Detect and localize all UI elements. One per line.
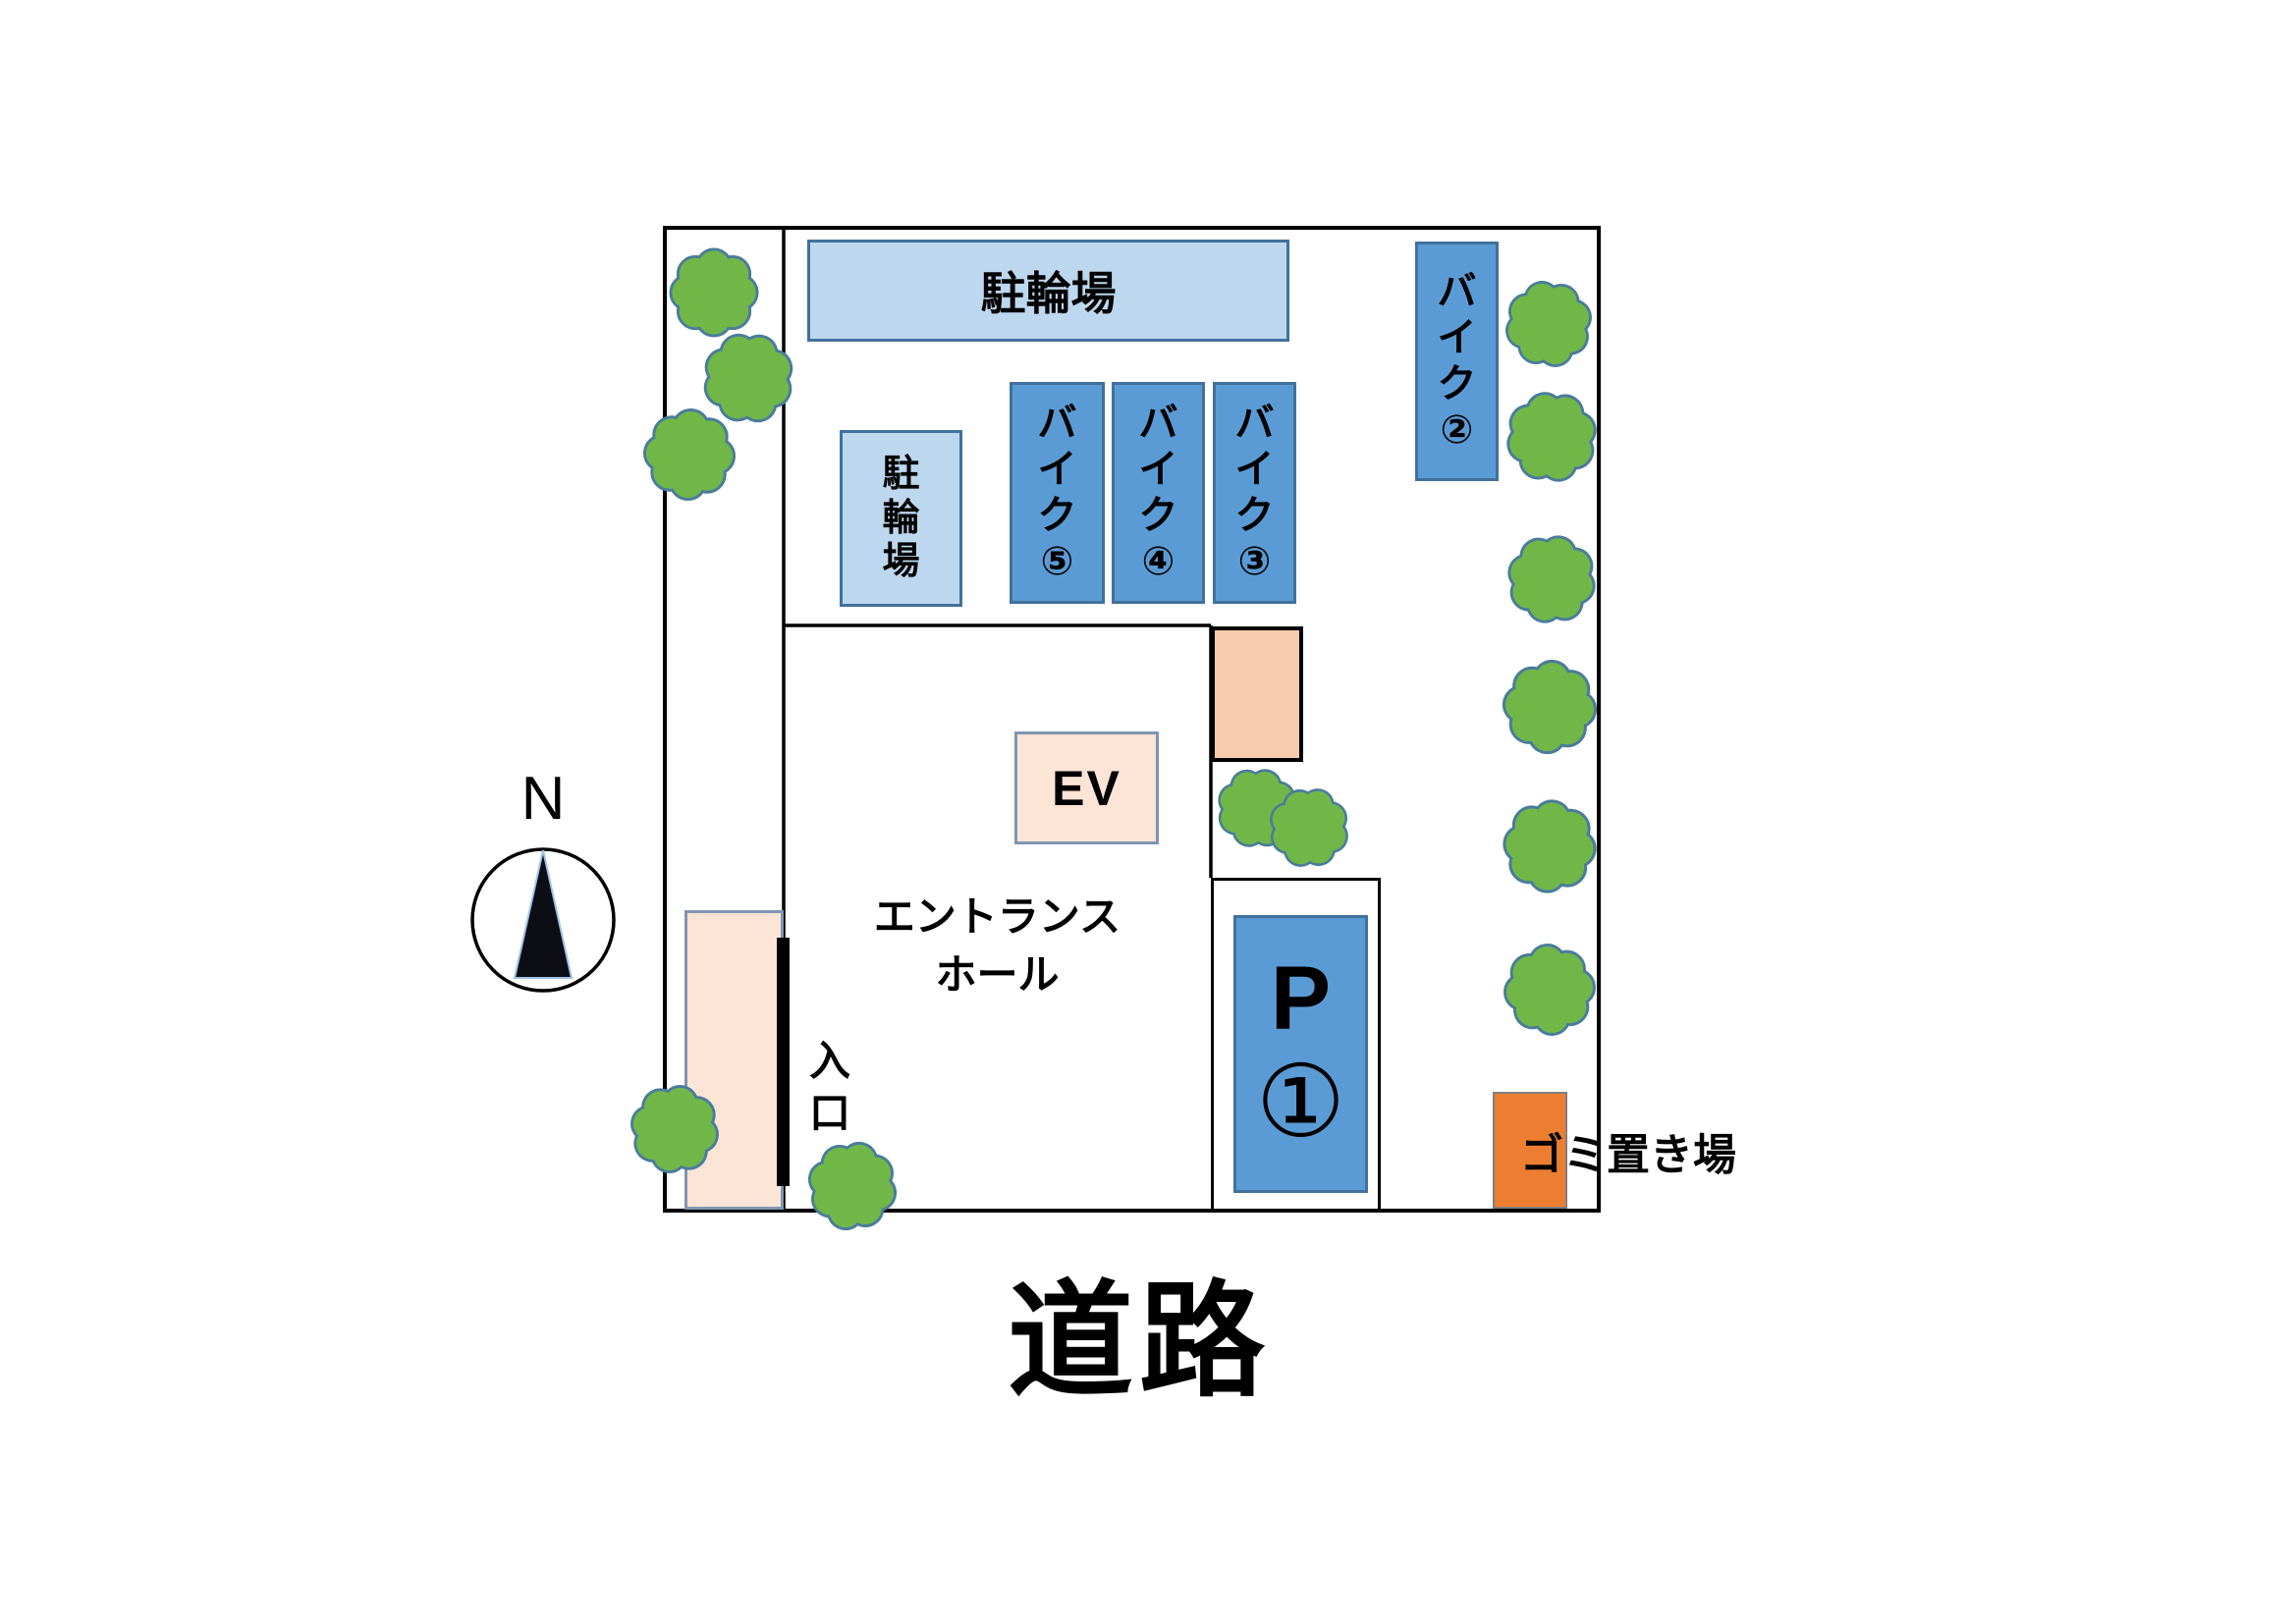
entrance-label: 入口	[808, 1038, 850, 1136]
entrance-approach-area	[684, 910, 784, 1210]
entrance-hall-label-line1: エントランス	[873, 893, 1121, 940]
bike-space-4: バイク④	[1112, 382, 1205, 604]
bike-space-3-label: バイク③	[1234, 401, 1275, 584]
elevator-box: EV	[1014, 731, 1159, 844]
bicycle-parking-small-label: 駐輪場	[882, 453, 920, 583]
entrance-door-bar	[777, 938, 790, 1186]
garbage-area	[1493, 1092, 1567, 1209]
bicycle-parking-top-label: 駐輪場	[980, 268, 1117, 319]
entrance-hall-label-line2: ホール	[935, 950, 1060, 998]
parking-space-1-number: ①	[1255, 1046, 1346, 1159]
bicycle-parking-top-area: 駐輪場	[807, 240, 1289, 342]
parking-space-1-letter: P	[1270, 947, 1332, 1049]
bike-space-5: バイク⑤	[1010, 382, 1105, 604]
bike-space-2: バイク②	[1415, 242, 1499, 481]
elevator-label: EV	[1052, 760, 1121, 816]
garbage-area-label: ゴミ置き場	[1520, 1131, 1736, 1179]
unlabeled-structure	[1211, 626, 1303, 762]
entrance-hall-label: エントランス ホール	[784, 889, 1211, 1004]
bike-space-4-label: バイク④	[1138, 401, 1178, 584]
bicycle-parking-small-area: 駐輪場	[840, 430, 962, 607]
bike-space-5-label: バイク⑤	[1037, 401, 1077, 584]
bike-space-2-label: バイク②	[1437, 269, 1477, 453]
compass-north-label: N	[520, 765, 566, 833]
parking-enclosure: P ①	[1211, 878, 1381, 1212]
parking-space-1: P ①	[1233, 915, 1368, 1193]
bike-space-3: バイク③	[1213, 382, 1296, 604]
road-label: 道路	[1007, 1271, 1271, 1412]
